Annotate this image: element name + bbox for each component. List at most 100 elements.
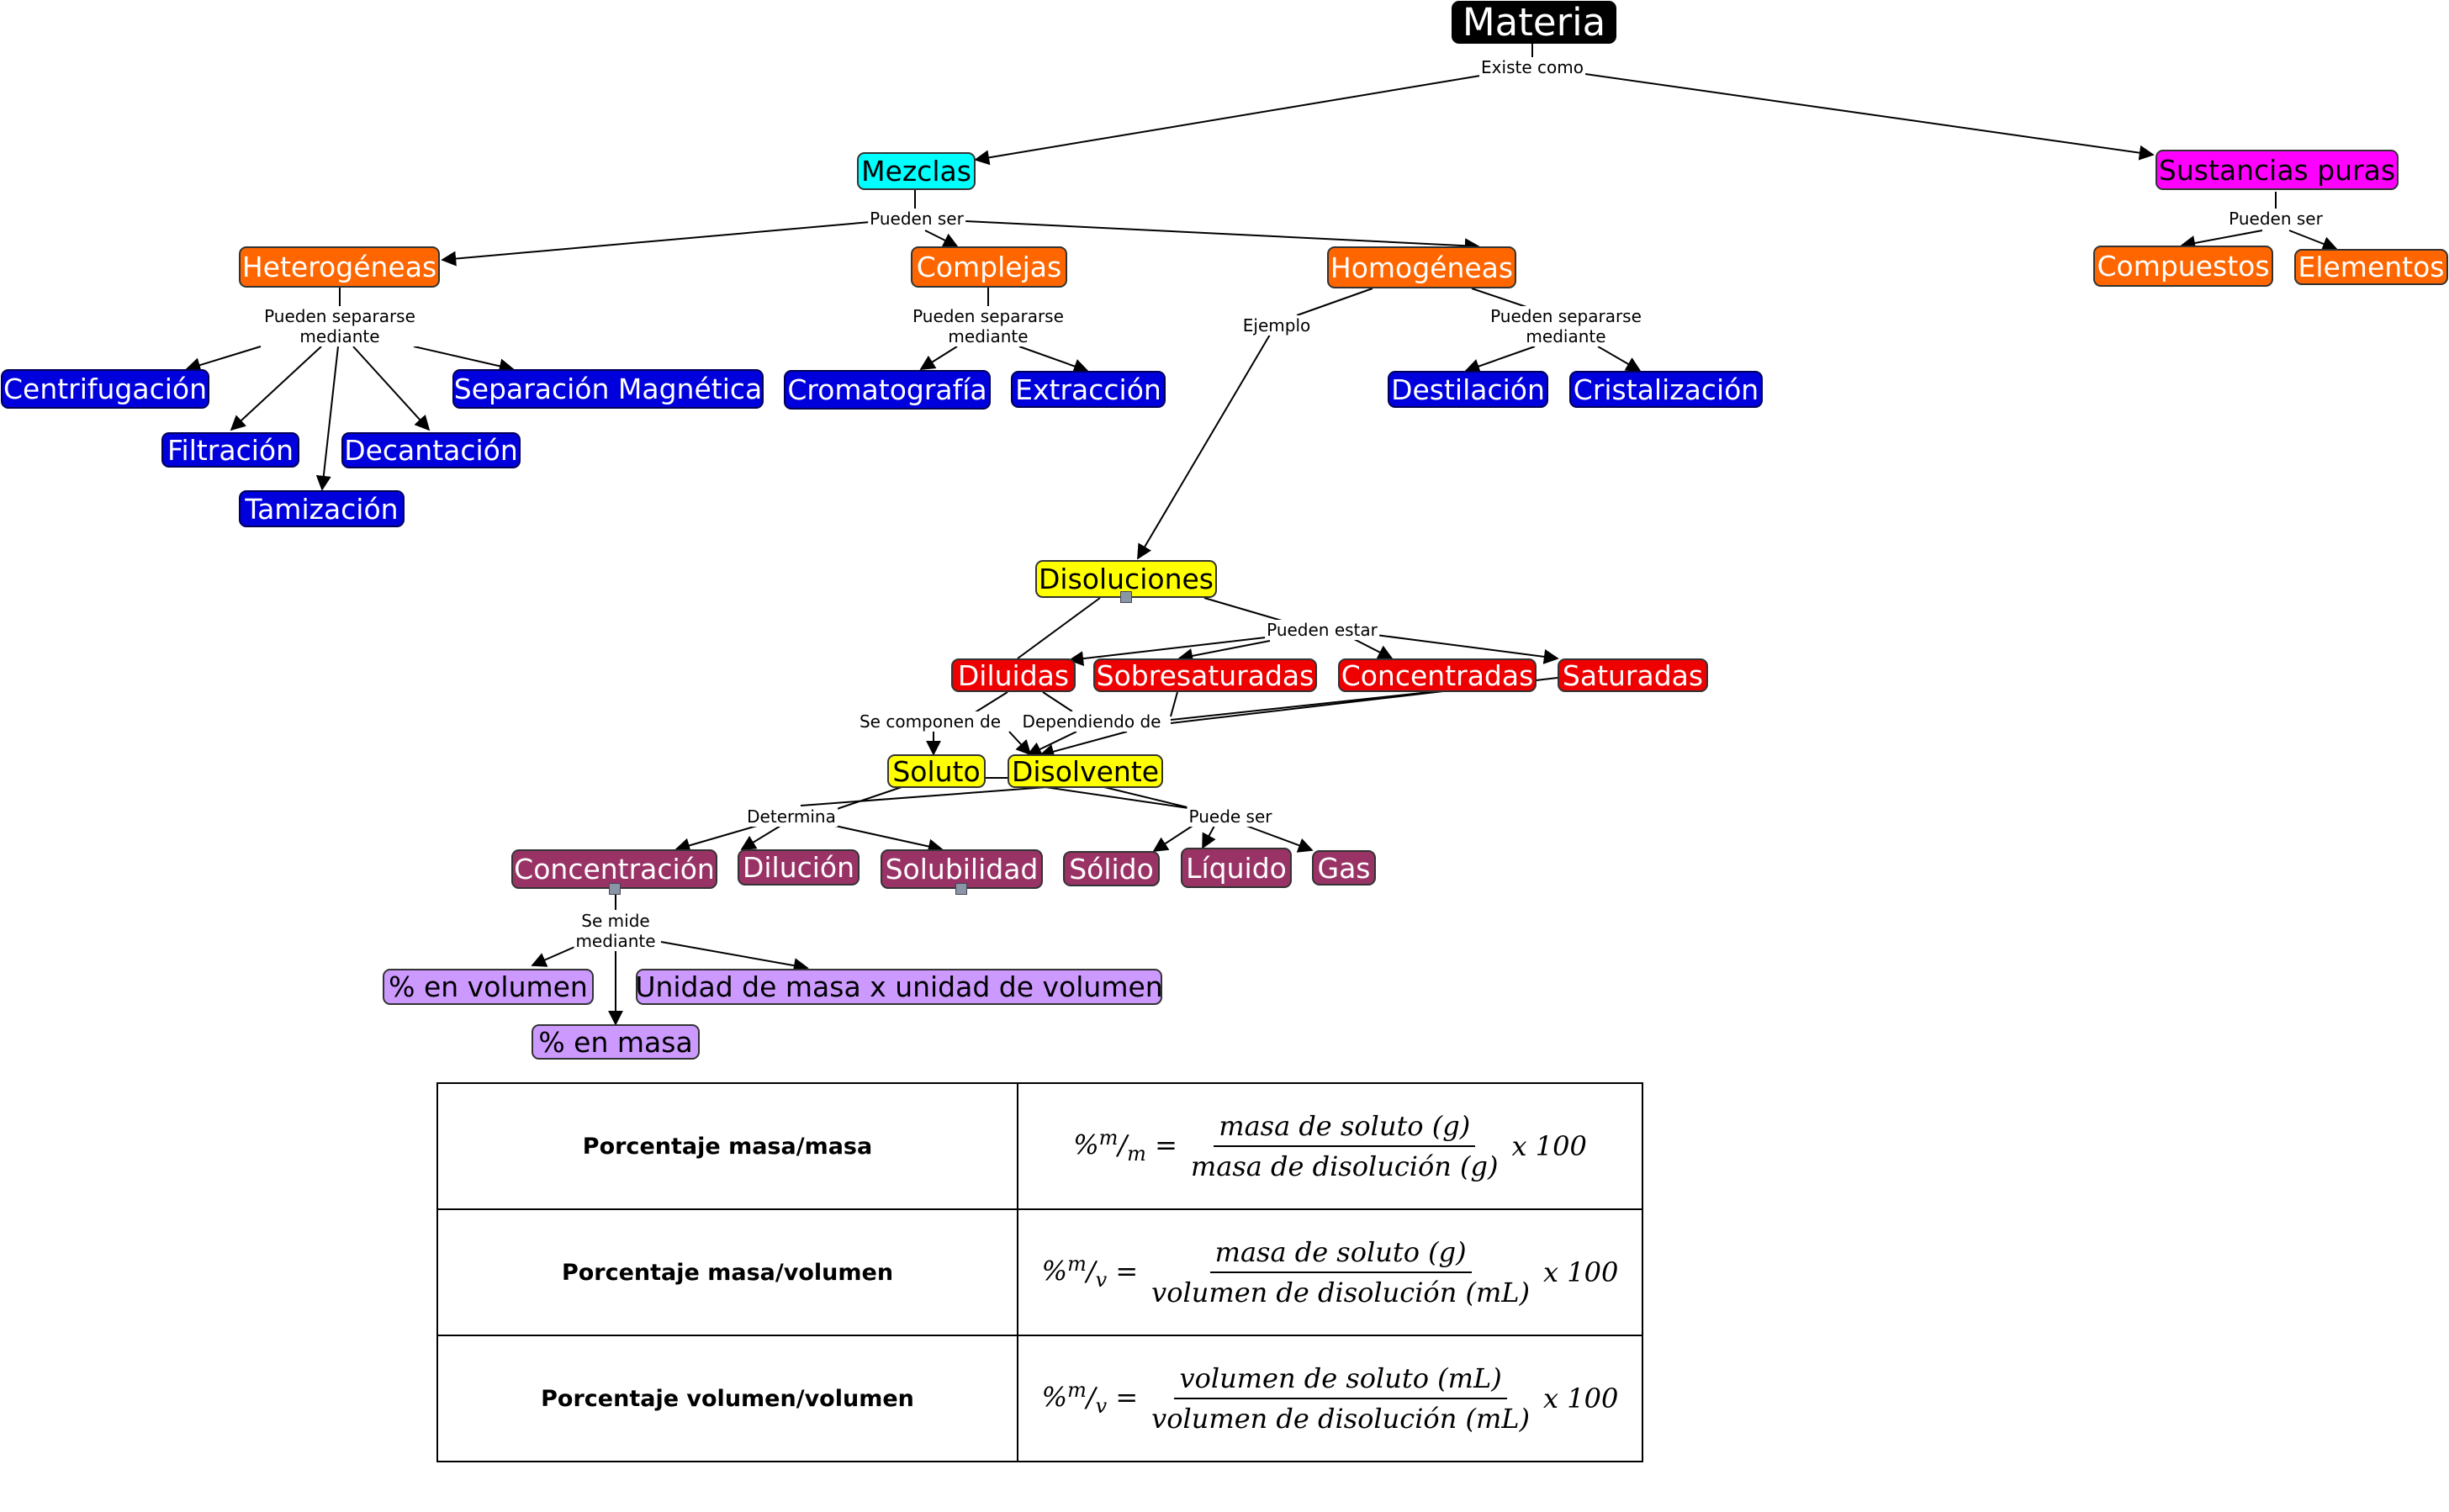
node-saturadas[interactable]: Saturadas [1558,658,1708,692]
node-disoluciones[interactable]: Disoluciones [1035,560,1217,598]
formula-prefix: %m/v = [1041,1252,1139,1293]
link-arrow [1039,731,1128,759]
node-decantacion[interactable]: Decantación [341,432,521,468]
node-unidad-masa-volumen[interactable]: Unidad de masa x unidad de volumen [635,969,1163,1005]
link-arrow [924,230,959,247]
node-complejas[interactable]: Complejas [911,246,1067,288]
resource-icon[interactable] [1120,591,1132,603]
link-arrow [1026,731,1077,757]
link-line [973,691,1008,714]
table-cell-formula: %m/v = volumen de soluto (mL) volumen de… [1017,1335,1643,1462]
link-arrow [1246,825,1314,853]
node-mezclas[interactable]: Mezclas [857,152,976,190]
formula-denominator: volumen de disolución (mL) [1151,1403,1531,1435]
table-cell-name: Porcentaje masa/volumen [436,1208,1018,1336]
node-centrifugacion[interactable]: Centrifugación [1,369,209,409]
link-arrow [352,346,431,431]
link-arrow [2180,230,2263,251]
node-concentradas[interactable]: Concentradas [1338,658,1537,692]
node-sobresaturadas[interactable]: Sobresaturadas [1093,658,1317,692]
link-line [800,785,1059,806]
formula-fraction: volumen de soluto (mL) volumen de disolu… [1146,1362,1535,1435]
formula: %m/v = masa de soluto (g) volumen de dis… [1042,1236,1619,1308]
link-label: Pueden ser [868,209,965,229]
link-label: Pueden estar [1265,620,1379,640]
link-line [836,786,902,810]
formula-denominator: volumen de disolución (mL) [1151,1277,1531,1308]
formula-fraction: masa de soluto (g) volumen de disolución… [1146,1236,1535,1308]
link-label: Dependiendo de [1020,711,1163,732]
link-label: Pueden separarse mediante [262,306,417,346]
formula: %m/m = masa de soluto (g) masa de disolu… [1073,1110,1587,1182]
link-arrow [674,825,758,854]
node-tamizacion[interactable]: Tamización [239,490,405,527]
link-arrow [660,941,809,974]
node-liquido[interactable]: Líquido [1181,848,1292,888]
link-arrow [1202,825,1216,849]
link-arrow [1018,346,1089,374]
node-sustancias-puras[interactable]: Sustancias puras [2155,150,2399,190]
formula-prefix: %m/m = [1073,1126,1177,1166]
node-solido[interactable]: Sólido [1063,851,1160,886]
node-concentracion[interactable]: Concentración [511,849,717,889]
node-materia[interactable]: Materia [1452,1,1616,44]
link-arrow [974,75,1481,166]
link-arrow [230,346,322,431]
table-row: Porcentaje masa/masa %m/m = masa de solu… [436,1082,1643,1210]
node-dilucion[interactable]: Dilución [738,849,860,886]
formula-name: Porcentaje volumen/volumen [541,1385,914,1412]
link-arrow [1177,640,1271,663]
resource-icon[interactable] [609,883,621,895]
node-extraccion[interactable]: Extracción [1011,371,1166,408]
table-row: Porcentaje volumen/volumen %m/v = volume… [436,1335,1643,1462]
node-homogeneas[interactable]: Homogéneas [1327,246,1516,288]
formula-factor: x 100 [1543,1382,1619,1414]
node-elementos[interactable]: Elementos [2294,249,2448,285]
node-heterogeneas[interactable]: Heterogéneas [239,246,440,288]
link-arrow [413,346,515,374]
link-arrow [965,220,1480,254]
node-cromatografia[interactable]: Cromatografía [784,370,991,410]
node-disolvente[interactable]: Disolvente [1008,754,1163,788]
link-arrow [1008,731,1032,756]
link-arrow [315,346,339,491]
link-arrow [1068,637,1267,667]
node-soluto[interactable]: Soluto [887,754,986,788]
table-row: Porcentaje masa/volumen %m/v = masa de s… [436,1208,1643,1336]
node-diluidas[interactable]: Diluidas [951,658,1076,692]
link-label: Pueden separarse mediante [911,306,1066,346]
formula-factor: x 100 [1511,1130,1587,1162]
node-gas[interactable]: Gas [1312,850,1376,886]
link-line [1103,786,1195,810]
node-filtracion[interactable]: Filtración [161,432,299,468]
link-line [1045,786,1195,810]
node-destilacion[interactable]: Destilación [1388,371,1548,408]
link-label: Existe como [1479,57,1585,77]
link-arrow [1137,334,1271,560]
node-compuestos[interactable]: Compuestos [2093,246,2273,287]
node-separacion-magnetica[interactable]: Separación Magnética [452,369,764,409]
link-arrow [1597,346,1642,372]
resource-icon[interactable] [955,883,967,895]
link-line [1042,691,1073,712]
link-label: Pueden ser [2227,209,2325,229]
node-pct-volumen[interactable]: % en volumen [383,969,594,1005]
link-arrow [1375,634,1559,664]
table-cell-name: Porcentaje masa/masa [436,1082,1018,1210]
link-line [1170,691,1431,721]
formula-numerator: volumen de soluto (mL) [1174,1362,1507,1399]
table-cell-formula: %m/m = masa de soluto (g) masa de disolu… [1017,1082,1643,1210]
node-cristalizacion[interactable]: Cristalización [1569,371,1763,408]
link-label: Pueden separarse mediante [1489,306,1643,346]
link-label: Puede ser [1187,806,1274,827]
link-arrow [441,221,871,267]
formula-numerator: masa de soluto (g) [1209,1236,1472,1273]
link-arrow [919,346,958,370]
formula-name: Porcentaje masa/volumen [561,1259,894,1286]
link-arrow [2288,230,2338,251]
link-label: Se mide mediante [574,911,658,951]
link-line [1296,288,1373,316]
link-arrow [1584,73,2155,161]
node-pct-masa[interactable]: % en masa [532,1024,700,1060]
